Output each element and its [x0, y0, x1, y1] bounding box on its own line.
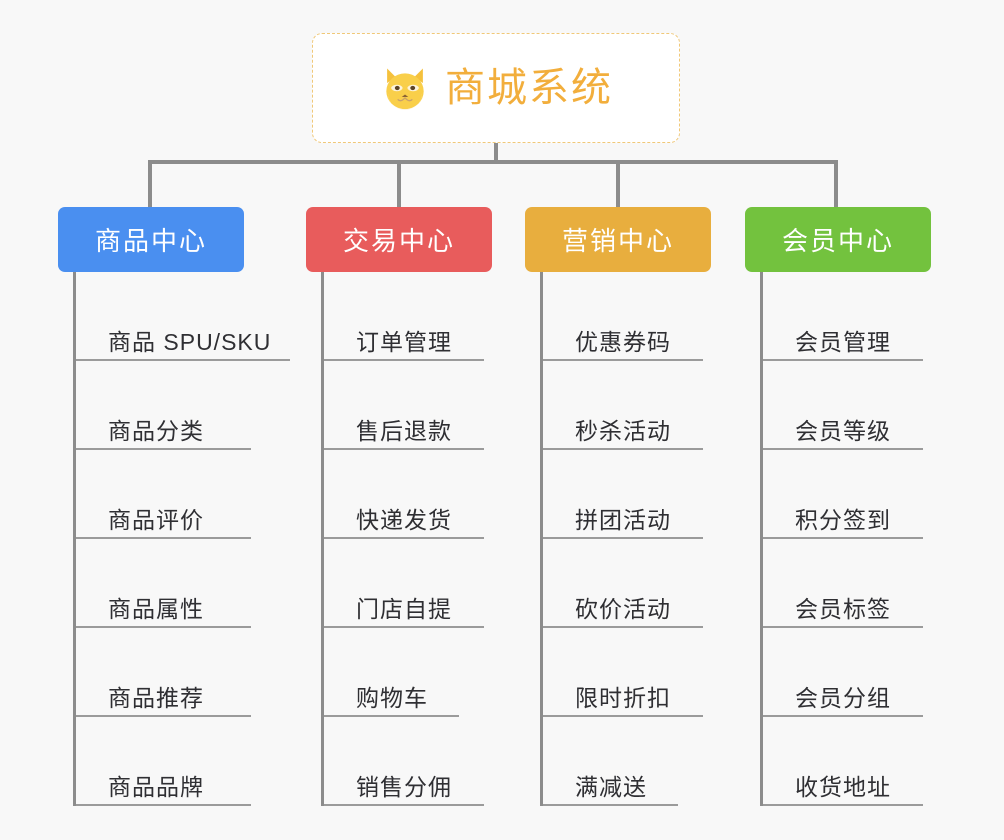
connector-drop-0: [148, 160, 152, 208]
list-item[interactable]: 商品评价: [76, 450, 251, 539]
list-item[interactable]: 快递发货: [324, 450, 484, 539]
subitem-list: 订单管理 售后退款 快递发货 门店自提 购物车 销售分佣: [321, 272, 516, 806]
connector-stem: [494, 143, 498, 162]
branch-column-marketing-center: 营销中心 优惠券码 秒杀活动 拼团活动 砍价活动 限时折扣 满减送: [525, 207, 735, 806]
category-box-member-center[interactable]: 会员中心: [745, 207, 931, 272]
list-item[interactable]: 优惠券码: [543, 272, 703, 361]
connector-drop-2: [616, 160, 620, 208]
list-item[interactable]: 商品属性: [76, 539, 251, 628]
list-item[interactable]: 会员分组: [763, 628, 923, 717]
subitem-label: 商品 SPU/SKU: [108, 328, 272, 355]
subitem-label: 售后退款: [356, 417, 452, 444]
branch-column-trade-center: 交易中心 订单管理 售后退款 快递发货 门店自提 购物车 销售分佣: [306, 207, 516, 806]
list-item[interactable]: 商品分类: [76, 361, 251, 450]
subitem-label: 商品分类: [108, 417, 204, 444]
list-item[interactable]: 限时折扣: [543, 628, 703, 717]
list-item[interactable]: 积分签到: [763, 450, 923, 539]
connector-drop-1: [397, 160, 401, 208]
subitem-label: 订单管理: [356, 328, 452, 355]
subitem-label: 会员标签: [795, 595, 891, 622]
root-title: 商城系统: [445, 66, 613, 110]
category-label: 交易中心: [342, 226, 455, 256]
branch-column-product-center: 商品中心 商品 SPU/SKU 商品分类 商品评价 商品属性 商品推荐 商品品牌: [58, 207, 290, 806]
subitem-label: 购物车: [356, 684, 428, 711]
list-item[interactable]: 销售分佣: [324, 717, 484, 806]
connector-bar: [148, 160, 838, 164]
list-item[interactable]: 商品推荐: [76, 628, 251, 717]
category-label: 营销中心: [561, 226, 674, 256]
category-label: 商品中心: [94, 226, 207, 256]
subitem-list: 商品 SPU/SKU 商品分类 商品评价 商品属性 商品推荐 商品品牌: [73, 272, 290, 806]
subitem-label: 限时折扣: [575, 684, 671, 711]
subitem-label: 秒杀活动: [575, 417, 671, 444]
subitem-list: 优惠券码 秒杀活动 拼团活动 砍价活动 限时折扣 满减送: [540, 272, 735, 806]
category-box-marketing-center[interactable]: 营销中心: [525, 207, 711, 272]
subitem-label: 商品属性: [108, 595, 204, 622]
subitem-label: 会员等级: [795, 417, 891, 444]
list-item[interactable]: 秒杀活动: [543, 361, 703, 450]
subitem-label: 砍价活动: [575, 595, 671, 622]
subitem-label: 会员分组: [795, 684, 891, 711]
list-item[interactable]: 订单管理: [324, 272, 484, 361]
list-item[interactable]: 商品 SPU/SKU: [76, 272, 290, 361]
list-item[interactable]: 购物车: [324, 628, 459, 717]
shiba-dog-icon: [386, 68, 424, 113]
list-item[interactable]: 会员标签: [763, 539, 923, 628]
list-item[interactable]: 门店自提: [324, 539, 484, 628]
subitem-label: 积分签到: [795, 506, 891, 533]
subitem-label: 拼团活动: [575, 506, 671, 533]
subitem-label: 商品评价: [108, 506, 204, 533]
category-box-trade-center[interactable]: 交易中心: [306, 207, 492, 272]
root-node[interactable]: 商城系统: [312, 33, 680, 143]
subitem-label: 会员管理: [795, 328, 891, 355]
list-item[interactable]: 会员管理: [763, 272, 923, 361]
list-item[interactable]: 满减送: [543, 717, 678, 806]
subitem-label: 商品品牌: [108, 773, 204, 800]
category-label: 会员中心: [781, 226, 894, 256]
subitem-label: 收货地址: [795, 773, 891, 800]
subitem-label: 快递发货: [356, 506, 452, 533]
list-item[interactable]: 售后退款: [324, 361, 484, 450]
subitem-list: 会员管理 会员等级 积分签到 会员标签 会员分组 收货地址: [760, 272, 955, 806]
subitem-label: 商品推荐: [108, 684, 204, 711]
list-item[interactable]: 收货地址: [763, 717, 923, 806]
subitem-label: 优惠券码: [575, 328, 671, 355]
branch-column-member-center: 会员中心 会员管理 会员等级 积分签到 会员标签 会员分组 收货地址: [745, 207, 955, 806]
list-item[interactable]: 商品品牌: [76, 717, 251, 806]
category-box-product-center[interactable]: 商品中心: [58, 207, 244, 272]
list-item[interactable]: 砍价活动: [543, 539, 703, 628]
connector-drop-3: [834, 160, 838, 208]
subitem-label: 满减送: [575, 773, 647, 800]
subitem-label: 门店自提: [356, 595, 452, 622]
subitem-label: 销售分佣: [356, 773, 452, 800]
list-item[interactable]: 会员等级: [763, 361, 923, 450]
list-item[interactable]: 拼团活动: [543, 450, 703, 539]
